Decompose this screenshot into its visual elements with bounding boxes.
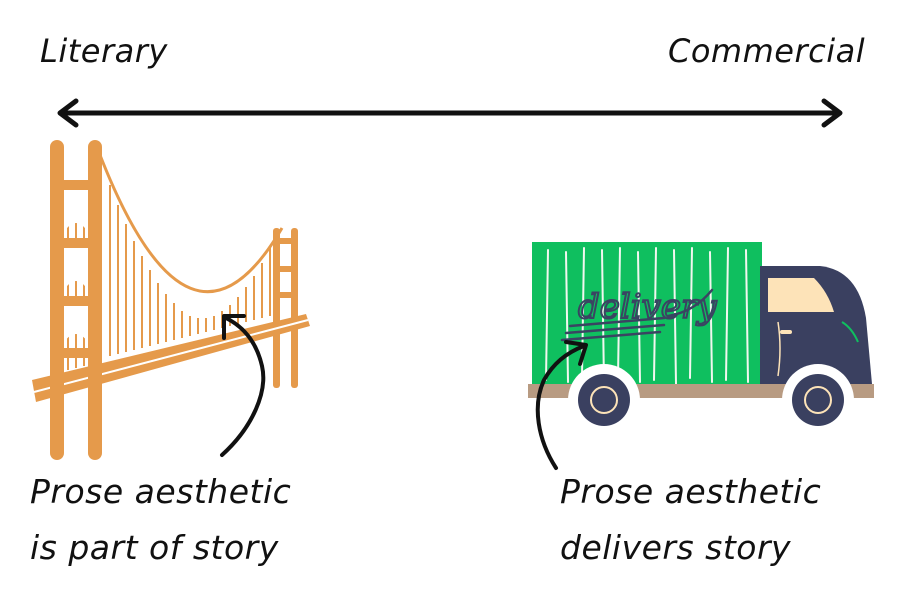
commercial-label: Commercial — [668, 32, 866, 70]
bridge-pointer-arrow — [220, 314, 266, 457]
truck-delivery-text: delivery — [578, 287, 717, 327]
truck-pointer-arrow — [535, 340, 588, 470]
golden-gate-bridge-icon — [32, 140, 310, 460]
spectrum-arrow — [57, 98, 843, 128]
delivery-truck-icon: delivery — [528, 242, 874, 436]
literary-caption-line1: Prose aesthetic — [30, 472, 292, 511]
literary-caption-line2: is part of story — [30, 528, 279, 567]
commercial-caption-line1: Prose aesthetic — [560, 472, 822, 511]
literary-caption: Prose aesthetic is part of story — [30, 464, 291, 576]
literary-label: Literary — [40, 32, 168, 70]
commercial-caption-line2: delivers story — [560, 528, 792, 567]
commercial-caption: Prose aesthetic delivers story — [560, 464, 821, 576]
